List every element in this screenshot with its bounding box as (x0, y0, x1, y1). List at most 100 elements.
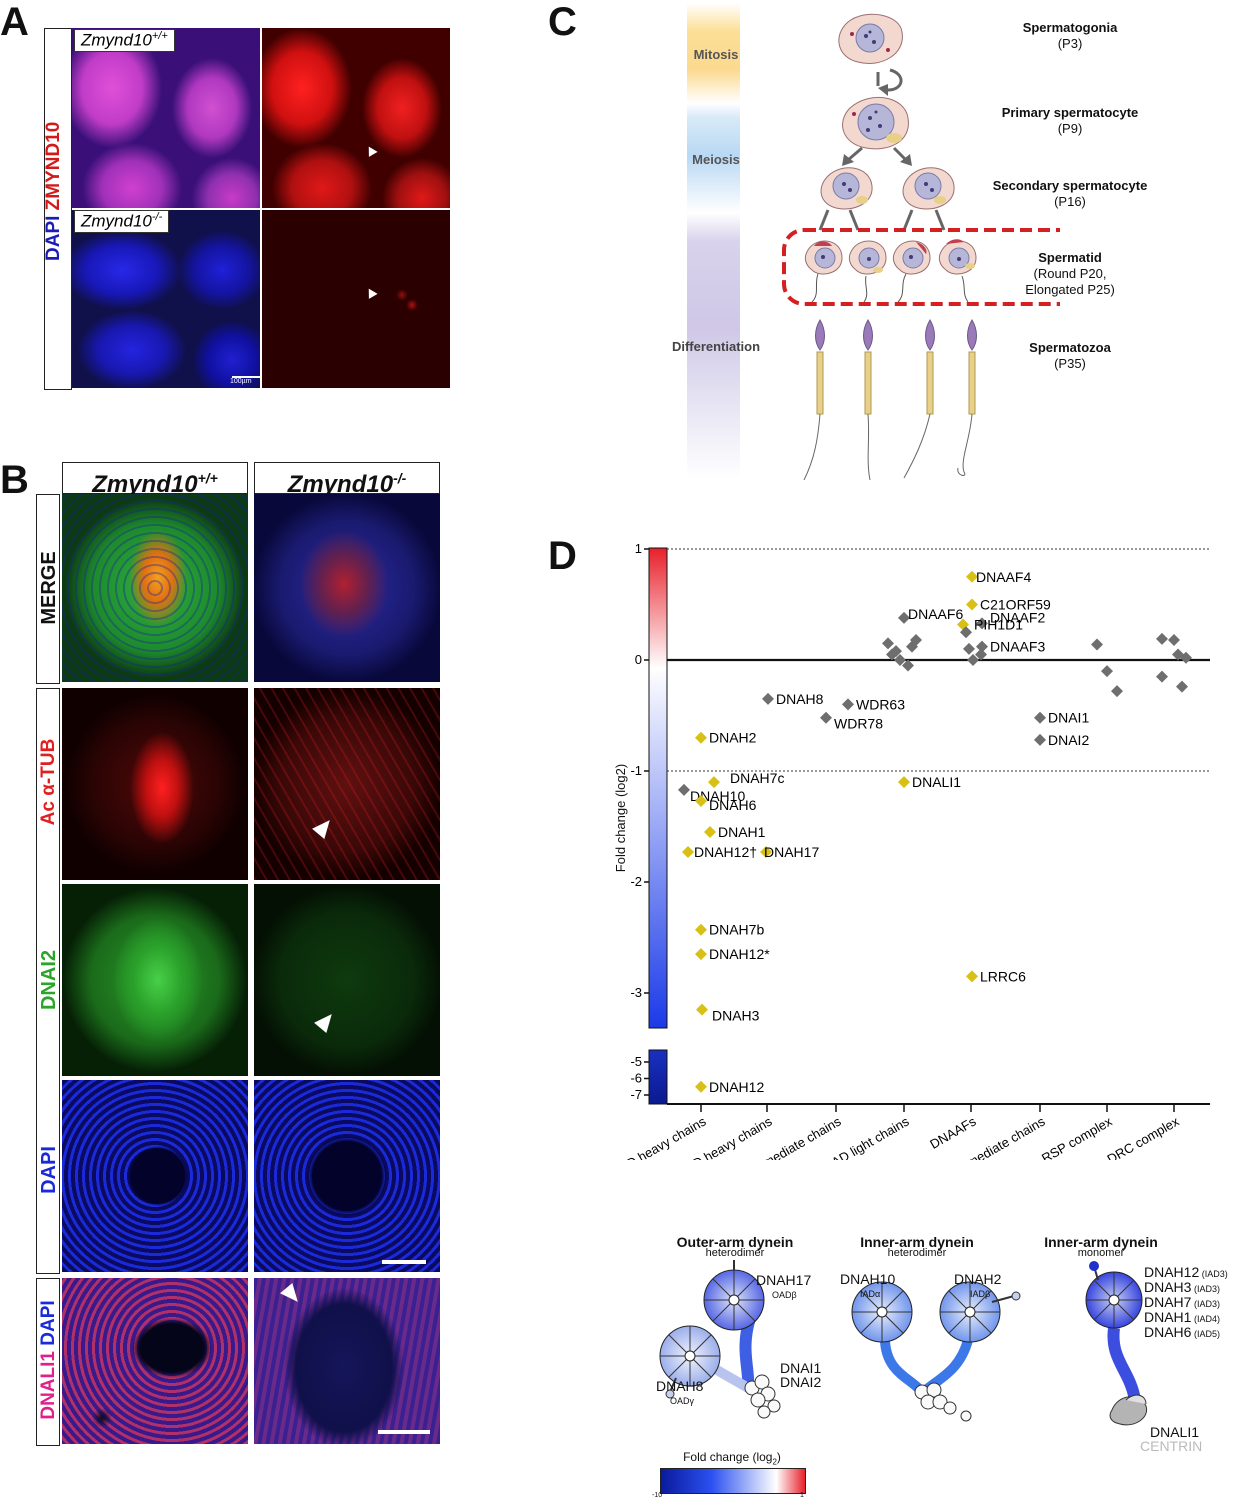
legend-min: -10 (652, 1492, 663, 1499)
data-point (678, 783, 690, 796)
data-point (695, 794, 707, 807)
arrowhead-icon (364, 286, 378, 299)
monomer-name: DNAH1 (1144, 1309, 1192, 1325)
legend-title-text: Fold change (log (683, 1450, 773, 1464)
row-label-dnali1: DNALI1 DAPI (38, 1288, 60, 1432)
label-oadg: OADγ (670, 1396, 695, 1406)
data-point (886, 648, 898, 661)
stage-age: (P3) (1057, 36, 1083, 51)
panel-a-side-bar: DAPI ZMYND10 (43, 28, 72, 390)
scale-bar (382, 1260, 426, 1264)
data-point (966, 970, 978, 983)
data-point (1168, 634, 1180, 647)
data-point (696, 1003, 708, 1016)
stage-label-mitosis: Mitosis (693, 47, 739, 62)
monomer-name: DNAH3 (1144, 1279, 1192, 1295)
data-label: DNAAF2 (990, 609, 1045, 625)
arrowhead-icon (280, 1282, 304, 1308)
y-tick-label: -6 (630, 1071, 642, 1086)
structure-subtitle: heterodimer (705, 1247, 765, 1259)
data-point (682, 846, 694, 859)
data-label: LRRC6 (980, 968, 1026, 984)
panel-a-scale-bar (232, 376, 260, 378)
stage-secondary-spermatocyte: Secondary spermatocyte (P16) (975, 178, 1165, 210)
stage-name: Secondary spermatocyte (992, 178, 1148, 193)
arrowhead-icon (900, 154, 912, 166)
structure-subtitle: heterodimer (887, 1247, 947, 1259)
stage-name: Primary spermatocyte (1001, 105, 1139, 120)
panel-b-dnai2-wt-image (62, 884, 248, 1076)
y-color-axis-lower (648, 1049, 668, 1105)
panel-b-dnai2-ko-image (254, 884, 440, 1076)
stage-spermatogonia: Spermatogonia (P3) (990, 20, 1150, 52)
data-point (1111, 685, 1123, 698)
data-label: DNAH12* (709, 946, 770, 962)
spermatogenesis-diagram (782, 13, 1060, 480)
monomer-label: DNAH6 (IAD5) (1144, 1325, 1228, 1341)
self-renew-arrow (887, 68, 903, 92)
secondary-spermatocyte-cell (902, 167, 955, 210)
monomer-tag: (IAD3) (1191, 1299, 1220, 1309)
data-label: DNAH12 (709, 1079, 764, 1095)
data-point (1091, 638, 1103, 651)
arrow-line (818, 209, 830, 231)
data-label: DNAH17 (764, 844, 819, 860)
data-label: PIH1D1 (974, 616, 1023, 632)
panel-a-ko-tag: Zmynd10-/- (74, 210, 170, 233)
genotype-sup: +/+ (197, 470, 218, 486)
data-point (1034, 711, 1046, 724)
data-label: DNAH2 (709, 730, 757, 746)
data-point (695, 923, 707, 936)
monomer-name: DNAH7 (1144, 1294, 1192, 1310)
row-label-actub: Ac α-TUB (38, 738, 59, 826)
stage-age: (P35) (1054, 356, 1086, 371)
data-label: DNAH7c (730, 770, 784, 786)
data-point (1176, 680, 1188, 693)
data-point (695, 1080, 707, 1093)
data-point (1101, 665, 1113, 678)
panel-a-side-label: DAPI ZMYND10 (43, 122, 67, 261)
data-point (976, 617, 988, 630)
panel-b-dnali1-bar: DNALI1 DAPI (36, 1278, 60, 1446)
panel-b-actub-wt-image (62, 688, 248, 880)
label-dnai2: DNAI2 (780, 1374, 822, 1390)
genotype-label: Zmynd10 (92, 471, 198, 498)
monomer-name: DNAH12 (1144, 1264, 1200, 1280)
data-point (975, 648, 987, 661)
stage-age: (P16) (1054, 194, 1086, 209)
legend-title: Fold change (log2) (660, 1450, 804, 1466)
panel-b-col-ko: Zmynd10-/- (254, 462, 440, 498)
panel-a-ko-zmynd10-image (262, 210, 450, 388)
dapi-label: DAPI (38, 1300, 59, 1346)
panel-b-dapi-wt-image (62, 1080, 248, 1272)
data-point (1156, 670, 1168, 683)
data-point (882, 637, 894, 650)
data-label: DNALI1 (912, 774, 961, 790)
data-point (902, 659, 914, 672)
label-oadb: OADβ (772, 1290, 797, 1300)
data-point (967, 654, 979, 666)
arrow-line (848, 209, 860, 231)
genotype-label: Zmynd10 (81, 211, 152, 231)
structure-title-mono: Inner-arm dynein monomer (1026, 1234, 1176, 1259)
legend-title-close: ) (776, 1450, 781, 1464)
arrowhead-icon (314, 1008, 338, 1034)
data-point (1180, 651, 1192, 664)
monomer-label: DNAH3 (IAD3) (1144, 1279, 1228, 1296)
data-point (910, 634, 922, 647)
data-point (695, 731, 707, 744)
panel-b-merge-ko-image (254, 494, 440, 682)
panel-d-letter: D (548, 534, 577, 578)
label-dnah17: DNAH17 (756, 1272, 812, 1288)
panel-b-letter: B (0, 458, 29, 502)
stage-name: Spermatozoa (1029, 340, 1111, 355)
x-category-label: IAD heavy chains (613, 1113, 709, 1160)
data-label: DNAAF4 (976, 569, 1031, 585)
label-centrin: CENTRIN (1140, 1438, 1203, 1454)
arrow-line (847, 146, 863, 162)
panel-b-stain-bar: Ac α-TUB DNAI2 DAPI (36, 688, 60, 1274)
chart-static (648, 547, 1210, 1105)
genotype-sup: -/- (393, 470, 407, 486)
scale-bar (378, 1430, 430, 1434)
